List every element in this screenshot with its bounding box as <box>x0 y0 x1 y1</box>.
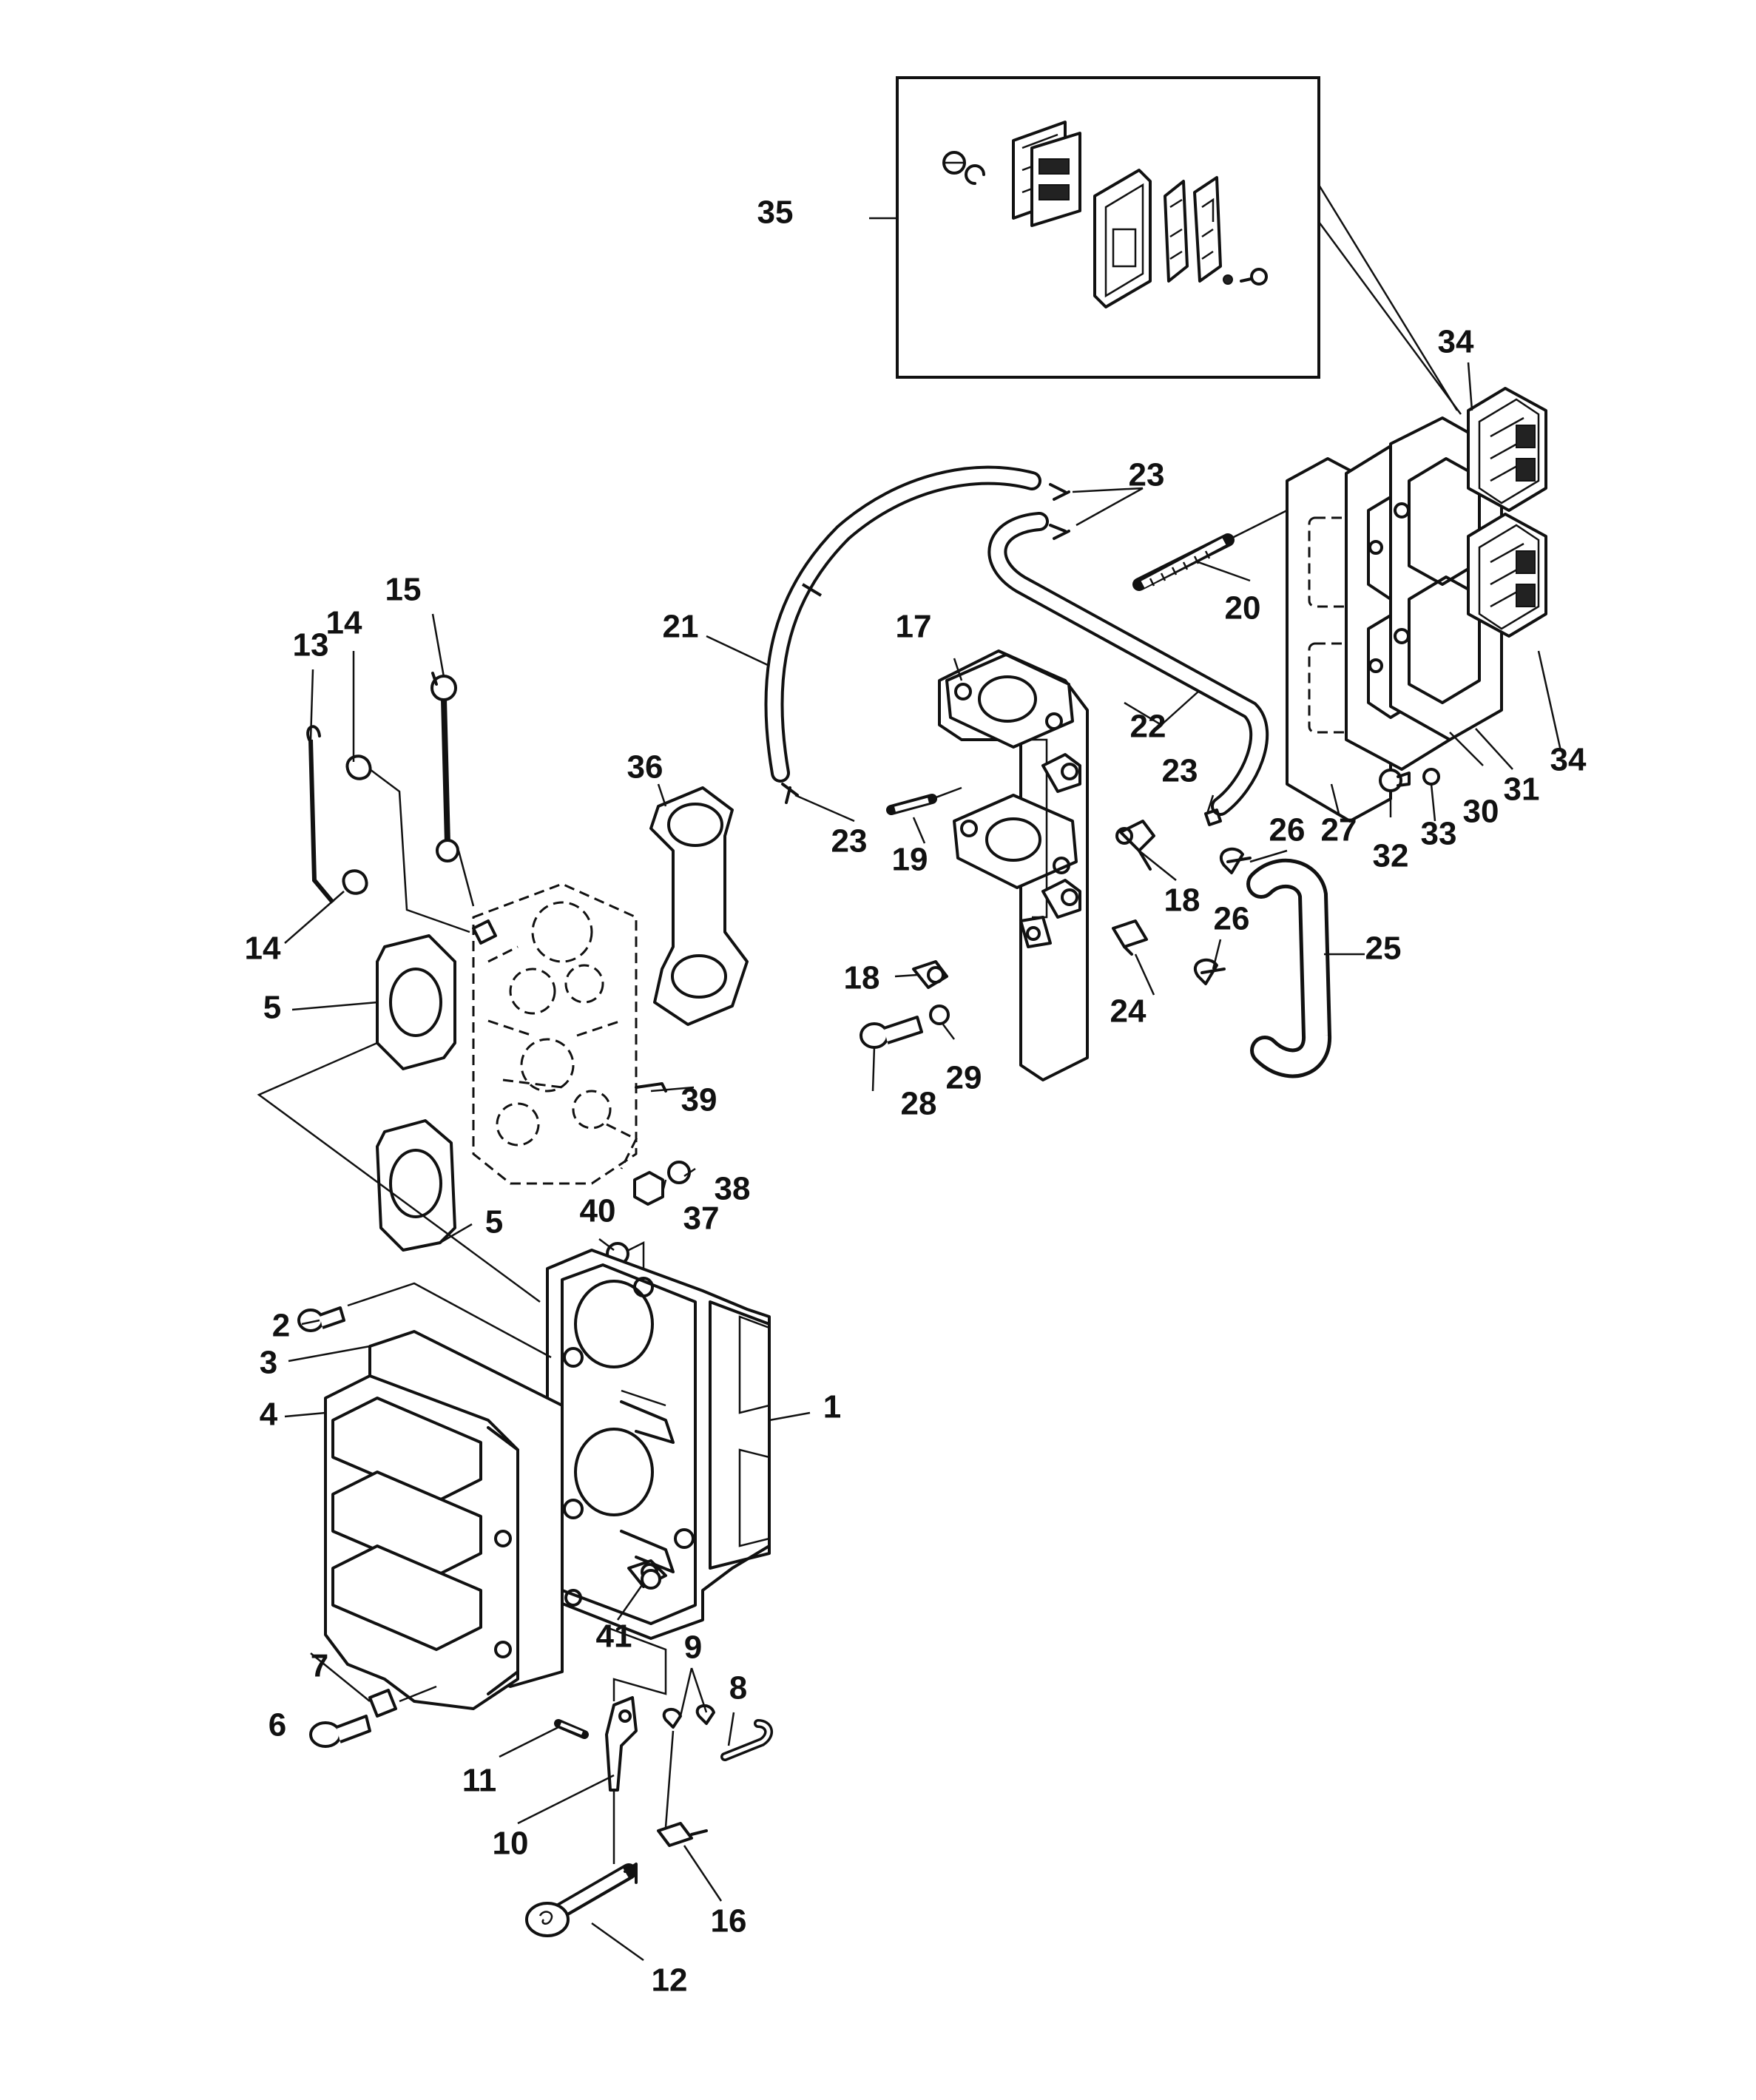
callout-34-upper: 34 <box>1438 324 1474 360</box>
callout-23-right: 23 <box>1162 753 1198 789</box>
callout-3: 3 <box>260 1345 277 1381</box>
callout-37: 37 <box>683 1201 720 1237</box>
nut-37 <box>633 1171 664 1206</box>
clip-14-upper <box>345 754 372 780</box>
callout-31: 31 <box>1504 772 1540 808</box>
fitting-24 <box>1112 919 1148 956</box>
callout-39: 39 <box>681 1082 717 1118</box>
check-valve-23-left <box>781 783 799 804</box>
callout-19: 19 <box>892 842 928 878</box>
retainer-7 <box>368 1689 397 1718</box>
callout-17: 17 <box>896 609 932 645</box>
callout-11: 11 <box>462 1763 497 1799</box>
washer-29 <box>929 1005 950 1025</box>
callout-41: 41 <box>596 1618 632 1655</box>
callout-6: 6 <box>269 1707 286 1743</box>
clip-9 <box>662 1704 715 1729</box>
check-valve-23-right <box>1204 808 1222 826</box>
callout-34-lower: 34 <box>1550 742 1587 778</box>
callout-10: 10 <box>493 1826 529 1862</box>
screw-6 <box>309 1715 371 1748</box>
stud-20 <box>1132 533 1235 591</box>
link-rod-15 <box>430 672 459 862</box>
callout-16: 16 <box>711 1903 747 1939</box>
washer-33 <box>1422 768 1440 786</box>
choke-rod-8 <box>720 1719 773 1761</box>
callout-30: 30 <box>1463 794 1499 830</box>
fitting-18-upper <box>1115 820 1155 871</box>
callout-24: 24 <box>1110 993 1147 1030</box>
stud-19 <box>886 794 937 815</box>
bushing-16 <box>657 1822 708 1847</box>
hose-25 <box>1246 858 1331 1078</box>
callout-35: 35 <box>757 195 794 231</box>
callout-21: 21 <box>663 609 699 645</box>
callout-15: 15 <box>385 572 422 608</box>
ball-41 <box>641 1569 661 1590</box>
screw-2 <box>297 1306 345 1332</box>
plug-39 <box>635 1082 667 1093</box>
screw-32 <box>1379 769 1411 792</box>
callout-7: 7 <box>311 1648 328 1684</box>
carburetor-phantom <box>472 882 638 1185</box>
callout-38: 38 <box>715 1171 751 1207</box>
clamp-26-lower <box>1193 958 1226 985</box>
callout-23-left: 23 <box>831 823 868 860</box>
gasket-36 <box>649 786 749 1026</box>
hose-21 <box>764 465 1041 783</box>
callout-26-lower: 26 <box>1214 901 1250 937</box>
gasket-36-port-lower <box>671 954 727 999</box>
reed-block-assembly <box>1286 387 1547 823</box>
callout-18-upper: 18 <box>1164 882 1201 919</box>
washer-38 <box>667 1161 691 1184</box>
callout-labels: 1 2 3 4 5 5 6 7 8 9 10 11 12 13 14 14 15… <box>245 195 1587 1999</box>
callout-9: 9 <box>684 1630 702 1666</box>
callout-12: 12 <box>652 1962 688 1999</box>
callout-27: 27 <box>1321 812 1357 848</box>
silencer-cover-4 <box>324 1374 519 1710</box>
hose-22 <box>987 512 1269 816</box>
callout-20: 20 <box>1225 590 1261 627</box>
silencer-base-1 <box>546 1249 771 1640</box>
callout-23-top: 23 <box>1129 457 1165 493</box>
callout-13: 13 <box>293 627 329 664</box>
check-valve-23-top <box>1049 483 1070 540</box>
callout-14-upper: 14 <box>326 605 362 641</box>
callout-18-lower: 18 <box>844 960 880 996</box>
callout-5-lower: 5 <box>485 1204 503 1240</box>
callout-29: 29 <box>946 1060 982 1096</box>
callout-leaders <box>284 217 1562 1962</box>
callout-36: 36 <box>627 749 663 786</box>
intake-manifold-17 <box>938 649 1089 1081</box>
gasket-5-lower <box>376 1119 456 1252</box>
callout-22: 22 <box>1130 709 1166 745</box>
gasket-36-port-upper <box>667 803 723 847</box>
fitting-18-lower <box>912 960 948 989</box>
callout-4: 4 <box>260 1397 278 1433</box>
callout-1: 1 <box>823 1389 841 1425</box>
callout-2: 2 <box>272 1308 290 1344</box>
callout-14-lower: 14 <box>245 931 281 967</box>
callout-26-upper: 26 <box>1269 812 1306 848</box>
callout-28: 28 <box>901 1086 937 1122</box>
pin-11 <box>554 1719 589 1739</box>
choke-knob-12 <box>525 1863 638 1937</box>
callout-32: 32 <box>1373 838 1409 874</box>
screw-28 <box>860 1016 923 1049</box>
link-rod-13 <box>308 739 335 904</box>
lever-10 <box>605 1696 638 1792</box>
callout-33: 33 <box>1421 816 1457 852</box>
callout-25: 25 <box>1365 931 1402 967</box>
clamp-26-upper <box>1219 847 1252 874</box>
callout-8: 8 <box>729 1670 747 1706</box>
reed-valve-kit-inset <box>896 76 1320 379</box>
gasket-5-upper <box>376 934 456 1070</box>
callout-5-upper: 5 <box>263 990 281 1026</box>
callout-40: 40 <box>580 1193 616 1229</box>
clip-14-lower <box>342 869 368 895</box>
